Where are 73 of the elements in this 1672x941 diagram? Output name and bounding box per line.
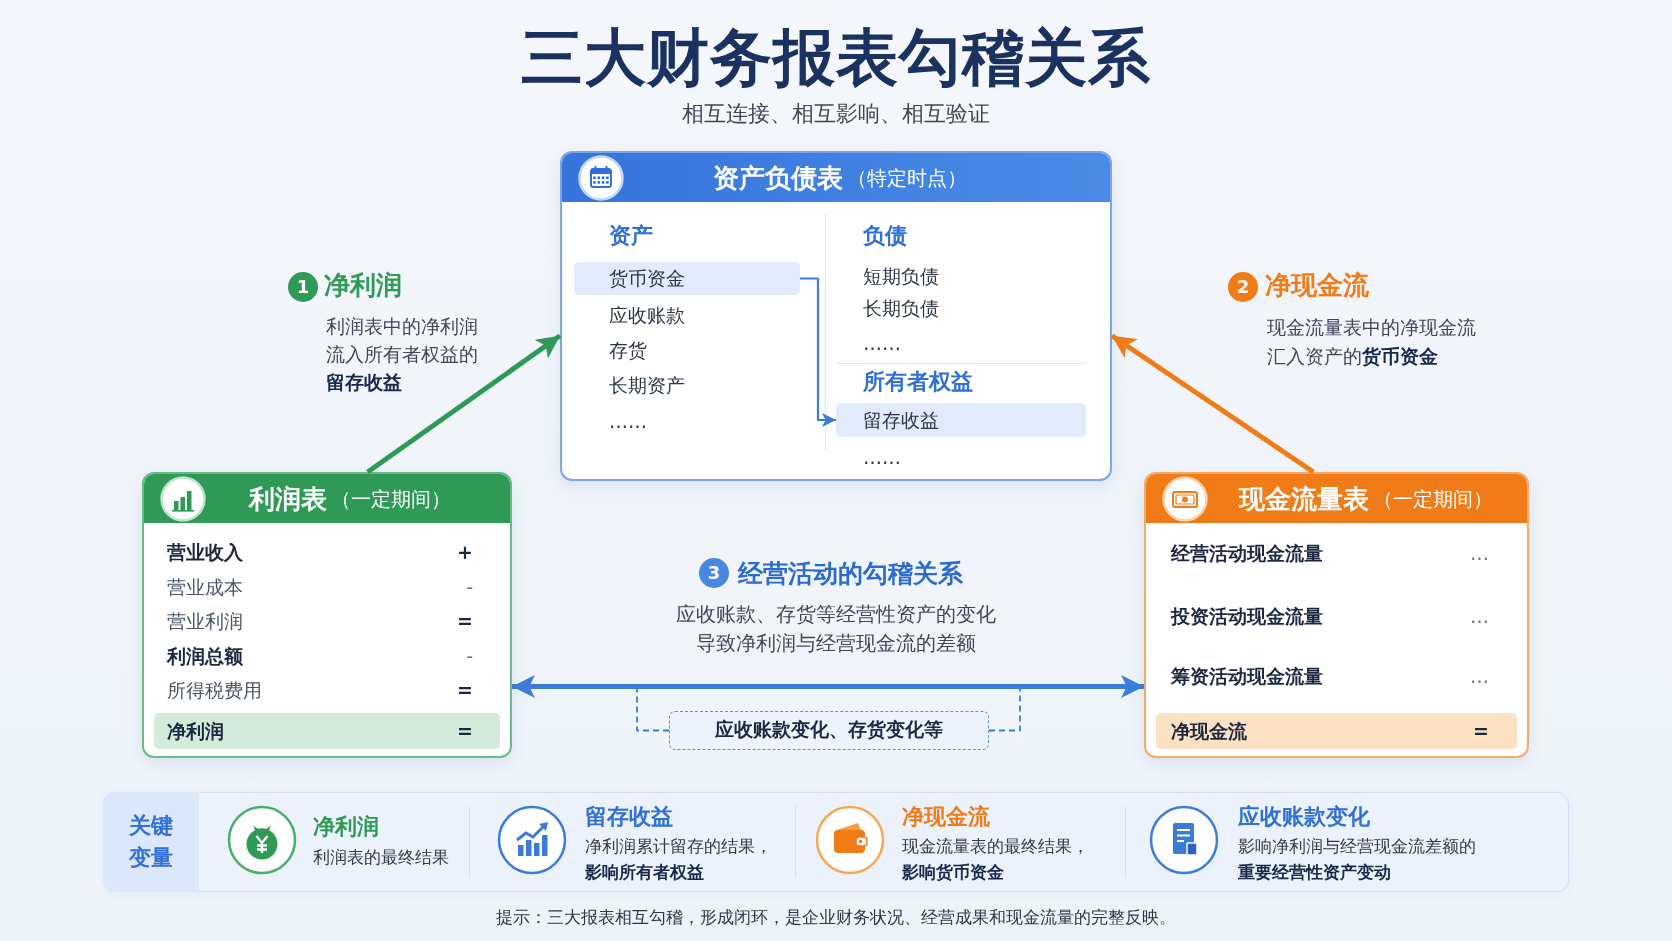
- card-subtitle: （一定期间）: [1372, 485, 1493, 513]
- key-term: 应收账款变化: [1238, 803, 1370, 831]
- note-box: 应收账款变化、存货变化等: [669, 711, 989, 750]
- row-label: 经营活动现金流量: [1171, 541, 1323, 565]
- statement-card: [1144, 472, 1529, 758]
- annotation-title: 净利润: [324, 269, 402, 302]
- step-number: 3: [699, 558, 729, 588]
- row-label: 长期负债: [863, 291, 939, 325]
- section-heading: 所有者权益: [863, 368, 973, 396]
- row-label: 投资活动现金流量: [1171, 604, 1323, 628]
- double-arrow: [512, 675, 1144, 698]
- table-section: [574, 214, 826, 450]
- row-label: 所得税费用: [167, 678, 262, 702]
- card-title: 利润表: [249, 482, 327, 516]
- row-value: =: [457, 719, 473, 743]
- highlighted-row: [1156, 713, 1517, 749]
- row-label: 应收账款: [609, 298, 685, 332]
- row-value: =: [457, 609, 473, 633]
- row-label: 营业收入: [167, 540, 243, 564]
- row-value: …: [1470, 604, 1489, 628]
- arrow: [366, 333, 562, 475]
- key-description: 现金流量表的最终结果，影响货币资金: [902, 836, 1090, 884]
- step-number: 2: [1228, 272, 1258, 302]
- row-value: +: [457, 540, 473, 564]
- subtitle: 相互连接、相互影响、相互验证: [682, 100, 990, 128]
- row-label: 营业成本: [167, 575, 243, 599]
- statement-card: [560, 151, 1112, 481]
- annotation-text: 应收账款、存货等经营性资产的变化导致净利润与经营现金流的差额: [675, 602, 997, 657]
- card-subtitle: （特定时点）: [847, 164, 967, 192]
- key-title: 关键变量: [103, 792, 199, 892]
- highlighted-row: 货币资金: [574, 262, 800, 295]
- highlighted-row: 留存收益: [836, 403, 1086, 437]
- arrow: [800, 277, 836, 427]
- row-label: 存货: [609, 333, 647, 367]
- row-label: 净利润: [167, 719, 224, 743]
- row-value: =: [1473, 719, 1489, 743]
- key-term: 净利润: [313, 813, 379, 841]
- row-label: 营业利润: [167, 609, 243, 633]
- row-label: ……: [863, 440, 901, 474]
- annotation-title: 净现金流: [1265, 269, 1369, 302]
- row-label: 短期负债: [863, 259, 939, 293]
- row-value: …: [1470, 541, 1489, 565]
- highlighted-row: [154, 713, 500, 749]
- section-heading: 资产: [609, 222, 653, 250]
- card-subtitle: （一定期间）: [331, 485, 451, 513]
- row-label: 净现金流: [1171, 719, 1247, 743]
- card-title: 资产负债表: [713, 161, 843, 195]
- row-label: 利润总额: [167, 644, 243, 668]
- arrow: [1110, 333, 1315, 475]
- key-term: 净现金流: [902, 803, 990, 831]
- row-value: =: [457, 678, 473, 702]
- dashed-line: [988, 687, 1021, 732]
- row-value: …: [1470, 664, 1489, 688]
- key-term: 留存收益: [585, 803, 673, 831]
- row-value: -: [466, 644, 473, 668]
- row-label: 长期资产: [609, 368, 685, 402]
- statement-card: [142, 472, 512, 758]
- row-value: -: [466, 575, 473, 599]
- key-description: 利润表的最终结果: [313, 846, 449, 868]
- row-label: ……: [609, 404, 647, 438]
- row-label: 筹资活动现金流量: [1171, 664, 1323, 688]
- annotation-text: 利润表中的净利润流入所有者权益的留存收益: [326, 314, 479, 395]
- key-description: 影响净利润与经营现金流差额的重要经营性资产变动: [1238, 836, 1477, 884]
- key-description: 净利润累计留存的结果，影响所有者权益: [585, 836, 773, 884]
- diagram-title: 三大财务报表勾稽关系: [521, 20, 1151, 96]
- step-number: 1: [288, 272, 318, 302]
- dashed-line: [636, 687, 670, 732]
- row-label: ……: [863, 326, 901, 360]
- annotation-title: 经营活动的勾稽关系: [738, 558, 963, 590]
- card-title: 现金流量表: [1238, 482, 1369, 516]
- section-heading: 负债: [863, 222, 907, 250]
- caption-text: 提示：三大报表相互勾稽，形成闭环，是企业财务状况、经营成果和现金流量的完整反映。: [496, 906, 1176, 929]
- annotation-text: 现金流量表中的净现金流汇入资产的货币资金: [1267, 315, 1477, 369]
